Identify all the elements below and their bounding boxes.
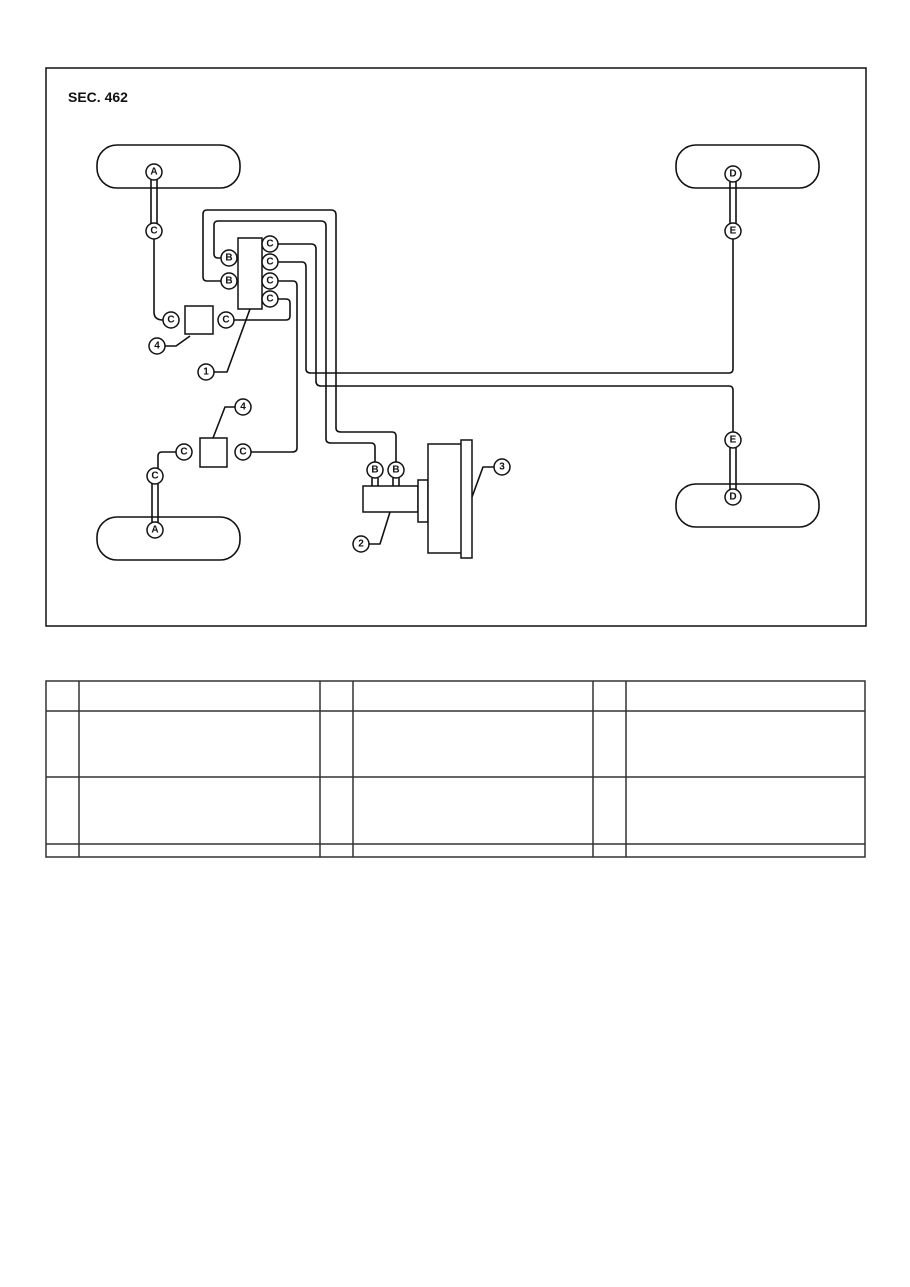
svg-text:A: A bbox=[151, 525, 158, 536]
proportioning-valve-top bbox=[184, 305, 214, 335]
svg-text:1: 1 bbox=[203, 367, 209, 378]
wheel-rear-right bbox=[675, 483, 820, 528]
wheel-front-left bbox=[96, 144, 241, 189]
section-label: SEC. 462 bbox=[68, 89, 128, 105]
proportioning-valve-bottom bbox=[199, 437, 228, 468]
connector-E-top: E bbox=[724, 222, 742, 240]
callout-4: 4 bbox=[234, 398, 252, 416]
connector-D-bottom: D bbox=[724, 488, 742, 506]
svg-text:2: 2 bbox=[358, 539, 364, 550]
connector-C: C bbox=[261, 272, 279, 290]
svg-text:C: C bbox=[222, 315, 229, 326]
three-way-connector-1 bbox=[237, 237, 263, 310]
svg-text:B: B bbox=[225, 253, 232, 264]
brake-hoses bbox=[150, 172, 737, 530]
connector-C: C bbox=[234, 443, 252, 461]
callout-leaders bbox=[165, 308, 494, 545]
svg-text:B: B bbox=[392, 465, 399, 476]
brake-tubes bbox=[153, 209, 734, 486]
svg-text:C: C bbox=[239, 447, 246, 458]
callout-2: 2 bbox=[352, 535, 370, 553]
connector-C: C bbox=[162, 311, 180, 329]
master-cylinder bbox=[362, 485, 419, 513]
connector-C: C bbox=[261, 253, 279, 271]
svg-text:C: C bbox=[180, 447, 187, 458]
wheel-front-right bbox=[96, 516, 241, 561]
connector-B: B bbox=[387, 461, 405, 479]
brake-booster bbox=[427, 443, 464, 554]
connector-C: C bbox=[175, 443, 193, 461]
legend-table bbox=[45, 680, 866, 858]
connector-C: C bbox=[261, 235, 279, 253]
connector-E-bottom: E bbox=[724, 431, 742, 449]
svg-text:D: D bbox=[729, 169, 736, 180]
connector-A-top: A bbox=[145, 163, 163, 181]
svg-text:C: C bbox=[151, 471, 158, 482]
diagram-frame bbox=[45, 67, 867, 627]
svg-text:C: C bbox=[167, 315, 174, 326]
svg-text:C: C bbox=[266, 239, 273, 250]
master-cylinder-flange bbox=[417, 479, 429, 523]
svg-text:C: C bbox=[266, 294, 273, 305]
connector-C: C bbox=[261, 290, 279, 308]
connector-A-bottom: A bbox=[146, 521, 164, 539]
svg-text:C: C bbox=[266, 276, 273, 287]
connector-B: B bbox=[220, 249, 238, 267]
connector-C: C bbox=[146, 467, 164, 485]
svg-text:4: 4 bbox=[154, 341, 160, 352]
connector-B: B bbox=[366, 461, 384, 479]
brake-booster-plate bbox=[460, 439, 473, 559]
svg-text:3: 3 bbox=[499, 462, 505, 473]
connector-D-top: D bbox=[724, 165, 742, 183]
svg-text:C: C bbox=[150, 226, 157, 237]
svg-text:D: D bbox=[729, 492, 736, 503]
svg-text:E: E bbox=[730, 435, 737, 446]
connector-C: C bbox=[145, 222, 163, 240]
svg-text:4: 4 bbox=[240, 402, 246, 413]
svg-text:A: A bbox=[150, 167, 157, 178]
callout-3: 3 bbox=[493, 458, 511, 476]
connector-B: B bbox=[220, 272, 238, 290]
connector-C: C bbox=[217, 311, 235, 329]
svg-text:E: E bbox=[730, 226, 737, 237]
svg-text:B: B bbox=[371, 465, 378, 476]
svg-text:C: C bbox=[266, 257, 273, 268]
wheel-rear-left bbox=[675, 144, 820, 189]
svg-text:B: B bbox=[225, 276, 232, 287]
callout-4: 4 bbox=[148, 337, 166, 355]
callout-1: 1 bbox=[197, 363, 215, 381]
